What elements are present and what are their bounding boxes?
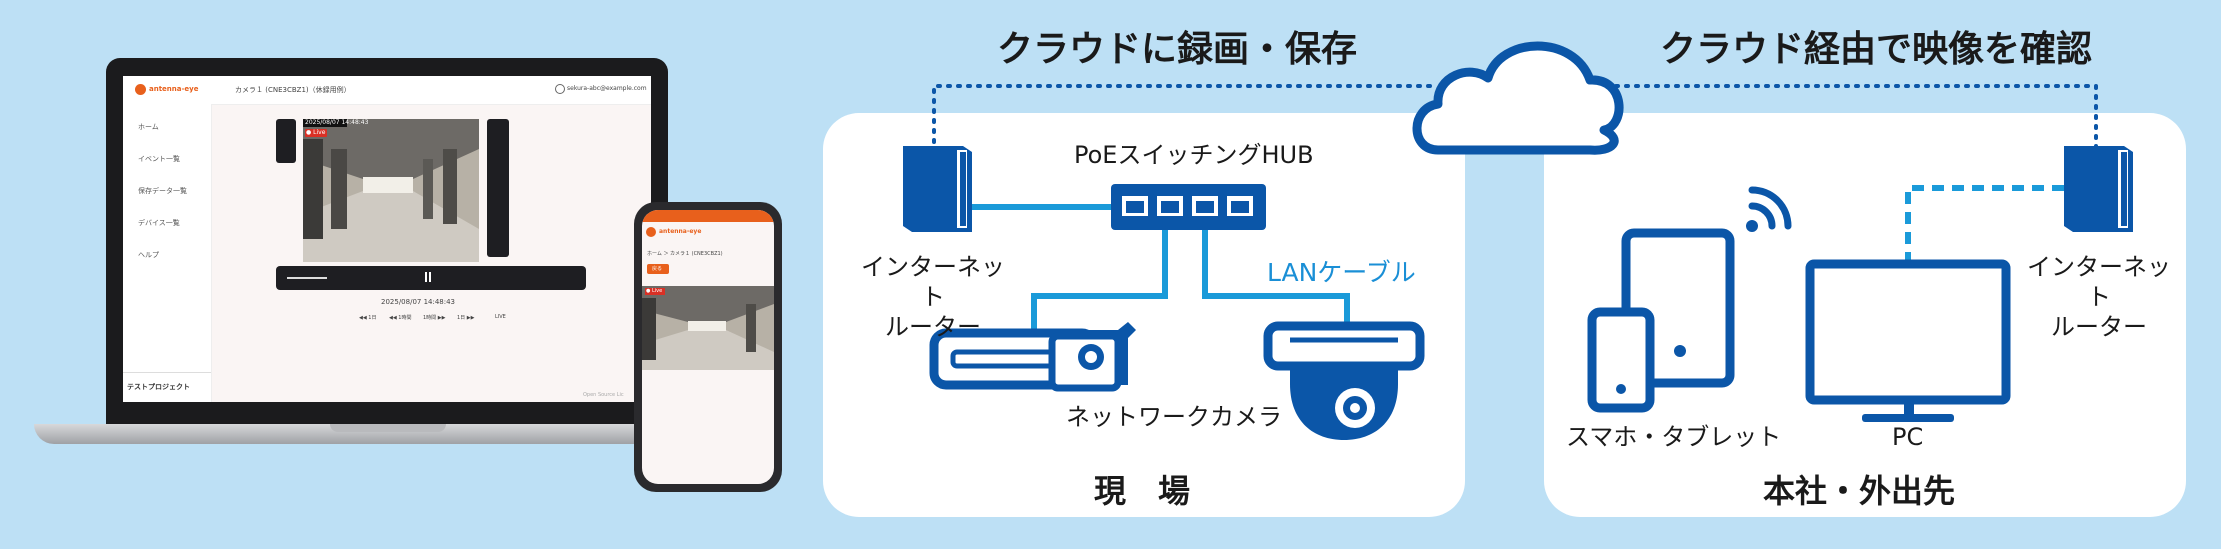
dome-camera-icon	[1263, 321, 1425, 440]
router-right-icon	[2064, 146, 2133, 232]
pause-icon[interactable]	[425, 272, 431, 282]
cable-hub-bullet	[1031, 230, 1168, 330]
sidebar-item-events[interactable]: イベント一覧	[138, 155, 180, 163]
sidebar-item-help[interactable]: ヘルプ	[138, 251, 159, 259]
phone-live-badge-bg	[645, 288, 665, 295]
laptop-base	[34, 424, 740, 444]
router-label-left-line1: インターネット	[861, 253, 1005, 311]
range-1hour-back[interactable]: ◀◀ 1時間	[389, 315, 412, 321]
hub-icon	[1111, 184, 1266, 230]
pc-monitor-icon	[1805, 259, 2011, 422]
sidebar-item-saved-data[interactable]: 保存データ一覧	[138, 187, 187, 195]
app-logo: antenna-eye	[149, 85, 199, 93]
wifi-icon	[1746, 186, 1792, 232]
user-email[interactable]: sekura-abc@example.com	[567, 85, 647, 92]
laptop-notch	[330, 424, 446, 432]
range-1hour-forward[interactable]: 1時間 ▶▶	[423, 315, 446, 321]
phone-video-feed[interactable]	[642, 286, 774, 370]
range-live[interactable]: LIVE	[495, 314, 506, 320]
hub-label: PoEスイッチングHUB	[1074, 141, 1314, 169]
heading-cloud-view: クラウド経由で映像を確認	[1660, 29, 2093, 70]
playback-bar[interactable]	[276, 266, 586, 290]
phone-logo-icon	[646, 227, 656, 237]
smartphone-icon	[1587, 307, 1655, 413]
date-readout: 2025/08/07 14:48:43	[381, 298, 456, 306]
video-timestamp: 2025/08/07 14:48:43	[305, 119, 369, 126]
sidebar-divider	[123, 372, 211, 373]
laptop-screen: antenna-eye カメラ１ (CNE3CBZ1)（休録用例） sekura…	[123, 76, 651, 402]
range-1day-back[interactable]: ◀◀ 1日	[359, 315, 377, 321]
left-tool-strip[interactable]	[276, 119, 296, 163]
phone-screen: antenna-eye ホーム ＞ カメラ１ (CNE3CBZ1) 戻る ● L…	[642, 210, 774, 484]
phone-breadcrumb[interactable]: ホーム ＞ カメラ１ (CNE3CBZ1)	[647, 251, 723, 257]
pc-label: PC	[1892, 423, 1924, 451]
office-panel-title: 本社・外出先	[1763, 472, 1956, 510]
phone-back-label[interactable]: 戻る	[652, 266, 663, 272]
cable-hub-dome	[1202, 230, 1350, 326]
router-label-left: インターネット ルーター	[858, 252, 1008, 342]
camera-title: カメラ１ (CNE3CBZ1)（休録用例）	[235, 86, 351, 94]
router-icon	[903, 146, 972, 232]
cloud-link-right	[1604, 84, 2098, 154]
cloud-icon	[1412, 41, 1624, 155]
heading-cloud-record: クラウドに録画・保存	[997, 29, 1358, 70]
user-icon[interactable]	[555, 84, 565, 94]
network-camera-label: ネットワークカメラ	[1066, 403, 1282, 431]
router-label-right-line1: インターネット	[2027, 253, 2171, 311]
video-timestamp-bg	[303, 119, 347, 127]
router-label-right-line2: ルーター	[2051, 313, 2147, 341]
volume-slider[interactable]	[287, 277, 327, 279]
mobile-label: スマホ・タブレット	[1566, 423, 1782, 451]
lan-cable-label: LANケーブル	[1267, 258, 1416, 287]
project-selector[interactable]: テストプロジェクト	[127, 383, 190, 391]
sidebar-item-devices[interactable]: デバイス一覧	[138, 219, 180, 227]
bullet-camera-icon	[929, 322, 1136, 392]
phone-corridor-image	[642, 286, 774, 370]
live-badge: ● Live	[306, 129, 326, 136]
phone-back-button[interactable]	[647, 264, 669, 274]
live-badge-bg	[305, 129, 327, 137]
ptz-control-strip[interactable]	[487, 119, 509, 257]
router-label-left-line2: ルーター	[885, 313, 981, 341]
logo-icon	[135, 84, 146, 95]
sidebar	[123, 104, 212, 402]
cloud-link-left	[932, 84, 1432, 154]
router-label-right: インターネット ルーター	[2024, 252, 2174, 342]
video-feed[interactable]	[303, 119, 479, 262]
footer-license[interactable]: Open Source Lic	[583, 392, 624, 398]
site-panel-title: 現 場	[1094, 472, 1191, 510]
range-1day-forward[interactable]: 1日 ▶▶	[457, 315, 475, 321]
corridor-image	[303, 119, 479, 262]
phone-status-bar	[642, 210, 774, 222]
phone-live-badge: ● Live	[646, 288, 663, 294]
wireless-cable-pc	[1905, 185, 2064, 262]
sidebar-item-home[interactable]: ホーム	[138, 123, 159, 131]
phone-logo: antenna-eye	[659, 228, 702, 235]
